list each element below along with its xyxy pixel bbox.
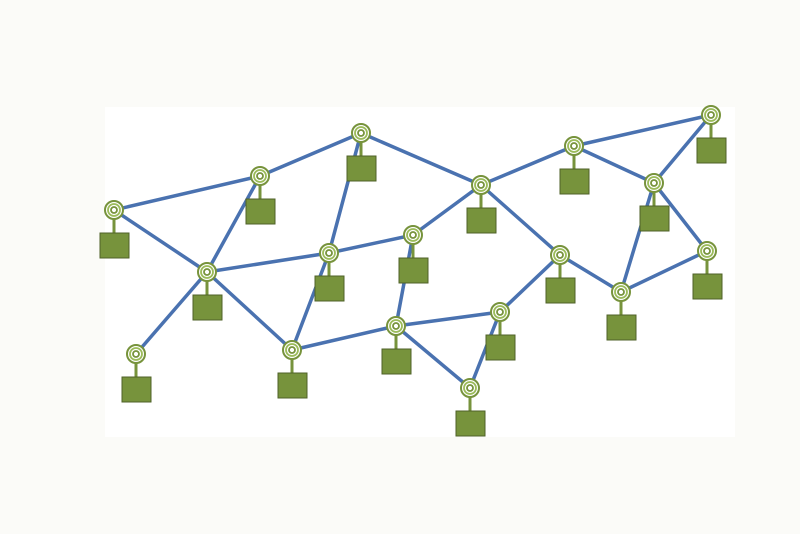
network-node (466, 175, 497, 234)
network-link (394, 310, 502, 328)
network-link (558, 253, 623, 294)
antenna-icon (550, 245, 570, 265)
network-link (205, 251, 331, 274)
antenna-icon (471, 175, 491, 195)
network-node (545, 245, 576, 304)
network-node (606, 282, 637, 341)
network-link (205, 174, 262, 274)
antenna-icon (697, 241, 717, 261)
network-link (619, 181, 656, 294)
network-link (479, 144, 576, 187)
antenna-icon (490, 302, 510, 322)
network-link (652, 181, 709, 253)
network-link (479, 183, 562, 257)
device-box (606, 314, 637, 341)
device-box (466, 207, 497, 234)
network-node (346, 123, 377, 182)
network-link (205, 270, 294, 352)
network-node (559, 136, 590, 195)
antenna-icon (126, 344, 146, 364)
network-node (121, 344, 152, 403)
device-box (398, 257, 429, 284)
antenna-icon (104, 200, 124, 220)
network-link (327, 131, 363, 255)
nodes (99, 105, 727, 437)
network-node (381, 316, 412, 375)
device-box (692, 273, 723, 300)
network-node (692, 241, 723, 300)
antenna-icon (197, 262, 217, 282)
network-link (572, 113, 713, 148)
network-node (639, 173, 670, 232)
network-node (99, 200, 130, 259)
links (112, 113, 713, 390)
network-node (455, 378, 486, 437)
antenna-icon (701, 105, 721, 125)
device-box (99, 232, 130, 259)
antenna-icon (403, 225, 423, 245)
network-link (652, 113, 713, 185)
network-link (290, 324, 398, 352)
network-link (619, 249, 709, 294)
antenna-icon (564, 136, 584, 156)
device-box (277, 372, 308, 399)
device-box (314, 275, 345, 302)
antenna-icon (250, 166, 270, 186)
network-node (277, 340, 308, 399)
device-box (381, 348, 412, 375)
network-link (572, 144, 656, 185)
network-node (398, 225, 429, 284)
device-box (545, 277, 576, 304)
antenna-icon (282, 340, 302, 360)
network-link (498, 253, 562, 314)
network-link (258, 131, 363, 178)
network-link (112, 174, 262, 212)
antenna-icon (386, 316, 406, 336)
network-link (290, 251, 331, 352)
device-box (192, 294, 223, 321)
device-box (696, 137, 727, 164)
antenna-icon (319, 243, 339, 263)
device-box (245, 198, 276, 225)
network-node (245, 166, 276, 225)
network-link (411, 183, 483, 237)
device-box (121, 376, 152, 403)
antenna-icon (611, 282, 631, 302)
network-node (192, 262, 223, 321)
network-link (112, 208, 209, 274)
network-link (394, 324, 472, 390)
network-link (327, 233, 415, 255)
device-box (639, 205, 670, 232)
antenna-icon (460, 378, 480, 398)
network-link (134, 270, 209, 356)
device-box (346, 155, 377, 182)
network-node (696, 105, 727, 164)
network-node (485, 302, 516, 361)
device-box (559, 168, 590, 195)
network-link (468, 310, 502, 390)
antenna-icon (351, 123, 371, 143)
device-box (455, 410, 486, 437)
antenna-icon (644, 173, 664, 193)
network-link (359, 131, 483, 187)
device-box (485, 334, 516, 361)
network-node (314, 243, 345, 302)
